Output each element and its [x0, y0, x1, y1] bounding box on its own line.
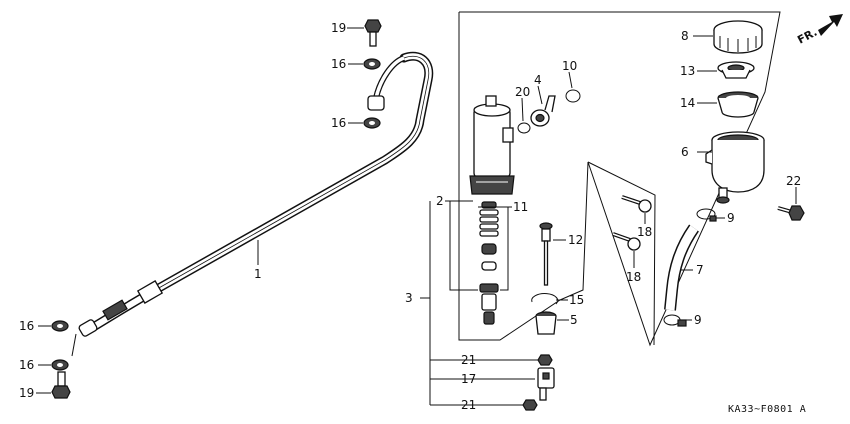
brake-hose: [71, 51, 434, 357]
label-p1: 1: [254, 267, 262, 281]
bolt-18-b: [612, 232, 641, 251]
label-p13: 13: [680, 64, 695, 78]
push-rod-12: [539, 222, 553, 286]
reservoir-box-outline: [587, 161, 656, 346]
label-p4: 4: [534, 73, 542, 87]
label-p16c: 16: [19, 319, 34, 333]
label-p2: 2: [436, 194, 444, 208]
diaphragm-14: [717, 91, 759, 118]
front-arrow-icon: [818, 14, 843, 36]
front-direction-marker: FR.: [795, 14, 843, 47]
bolt-19-bottom: [51, 371, 71, 399]
bolt-18-a: [621, 195, 652, 213]
label-p3: 3: [405, 291, 413, 305]
clamp-9-top: [696, 208, 717, 222]
leader-p4: [537, 85, 543, 105]
bolt-22: [777, 205, 805, 221]
label-p5: 5: [570, 313, 578, 327]
label-p14: 14: [680, 96, 695, 110]
circlip-15: [531, 293, 559, 305]
label-p19b: 19: [19, 386, 34, 400]
bracket-p11: [478, 206, 509, 291]
label-p10: 10: [562, 59, 577, 73]
clamp-9-bottom: [663, 314, 687, 327]
nut-21-top: [537, 354, 553, 366]
hose-joint-4: [530, 95, 556, 127]
nut-21-bottom: [522, 399, 538, 411]
reservoir-6: [705, 131, 765, 204]
clip-10: [565, 89, 581, 103]
bolt-19-top: [364, 19, 382, 47]
label-p19a: 19: [331, 21, 346, 35]
label-p7: 7: [696, 263, 704, 277]
label-p9a: 9: [727, 211, 735, 225]
diagram-code: KA33~F0801 A: [728, 404, 806, 415]
label-p16d: 16: [19, 358, 34, 372]
boot-5: [535, 311, 557, 335]
leader-p20: [521, 97, 524, 122]
assembly-box-outline: [458, 11, 781, 347]
master-cylinder-body: [469, 95, 515, 195]
o-ring-20: [517, 122, 531, 134]
piston-set-11: [479, 201, 499, 325]
plate-13: [717, 61, 755, 79]
label-p6: 6: [681, 145, 689, 159]
label-p17: 17: [461, 372, 476, 386]
front-marker-label: FR.: [795, 26, 819, 47]
leader-p10: [568, 71, 573, 89]
label-p16a: 16: [331, 57, 346, 71]
bracket-p2: [449, 200, 478, 291]
label-p18a: 18: [637, 225, 652, 239]
label-p8: 8: [681, 29, 689, 43]
label-p15: 15: [569, 293, 584, 307]
label-p9b: 9: [694, 313, 702, 327]
label-p16b: 16: [331, 116, 346, 130]
joint-17: [537, 367, 555, 401]
label-p21b: 21: [461, 398, 476, 412]
reservoir-cap-8: [713, 20, 763, 54]
label-p18b: 18: [626, 270, 641, 284]
label-p21a: 21: [461, 353, 476, 367]
label-p11: 11: [513, 200, 528, 214]
label-p22: 22: [786, 174, 801, 188]
label-p20: 20: [515, 85, 530, 99]
label-p12: 12: [568, 233, 583, 247]
